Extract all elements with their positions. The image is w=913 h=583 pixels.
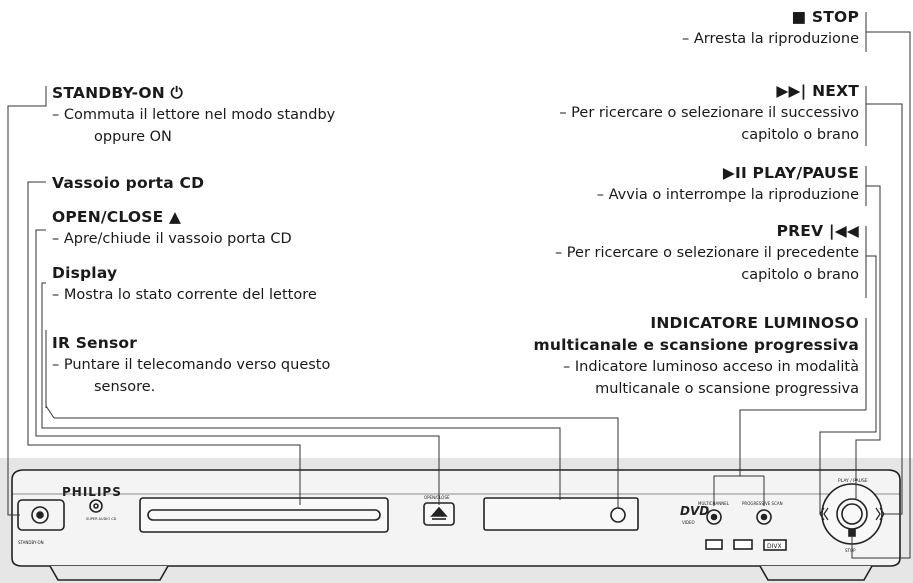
indicator-desc-2: multicanale o scansione progressiva (595, 381, 859, 397)
tray-callout: Vassoio porta CD (52, 172, 204, 194)
next-desc-1: – Per ricercare o selezionare il success… (559, 105, 859, 121)
ir-desc-1: – Puntare il telecomando verso questo (52, 357, 331, 373)
play-desc-1: – Avvia o interrompe la riproduzione (596, 187, 859, 203)
ir-desc-2: sensore. (94, 379, 156, 395)
openclose-desc-1: – Apre/chiude il vassoio porta CD (52, 231, 292, 247)
play-callout: ▶II PLAY/PAUSE – Avvia o interrompe la r… (597, 162, 859, 206)
display-title: Display (52, 264, 118, 282)
ir-title: IR Sensor (52, 334, 138, 352)
stop-title: ■ STOP (791, 8, 859, 26)
display-callout: Display – Mostra lo stato corrente del l… (52, 262, 317, 306)
device-panel-background (0, 458, 913, 583)
play-title: ▶II PLAY/PAUSE (722, 164, 859, 182)
next-desc-2: capitolo o brano (741, 127, 859, 143)
tray-title: Vassoio porta CD (52, 174, 205, 192)
prev-desc-2: capitolo o brano (741, 267, 859, 283)
stop-desc-1: – Arresta la riproduzione (681, 31, 859, 47)
prev-callout: PREV |◀◀ – Per ricercare o selezionare i… (555, 220, 859, 286)
indicator-title-2: multicanale e scansione progressiva (533, 336, 859, 354)
standby-desc-2: oppure ON (94, 129, 172, 145)
standby-desc-1: – Commuta il lettore nel modo standby (52, 107, 336, 123)
stop-callout: ■ STOP – Arresta la riproduzione (682, 6, 859, 50)
openclose-title: OPEN/CLOSE ▲ (52, 208, 182, 226)
standby-title: STANDBY-ON ⏻ (52, 84, 183, 102)
indicator-callout: INDICATORE LUMINOSO multicanale e scansi… (534, 312, 860, 400)
indicator-title-1: INDICATORE LUMINOSO (650, 314, 859, 332)
prev-desc-1: – Per ricercare o selezionare il precede… (554, 245, 859, 261)
ir-callout: IR Sensor – Puntare il telecomando verso… (52, 332, 330, 398)
next-callout: ▶▶| NEXT – Per ricercare o selezionare i… (559, 80, 859, 146)
next-title: ▶▶| NEXT (776, 82, 859, 100)
indicator-desc-1: – Indicatore luminoso acceso in modalità (563, 359, 859, 375)
standby-callout: STANDBY-ON ⏻ – Commuta il lettore nel mo… (52, 82, 335, 148)
display-desc-1: – Mostra lo stato corrente del lettore (52, 287, 317, 303)
openclose-callout: OPEN/CLOSE ▲ – Apre/chiude il vassoio po… (52, 206, 292, 250)
prev-title: PREV |◀◀ (776, 222, 859, 240)
